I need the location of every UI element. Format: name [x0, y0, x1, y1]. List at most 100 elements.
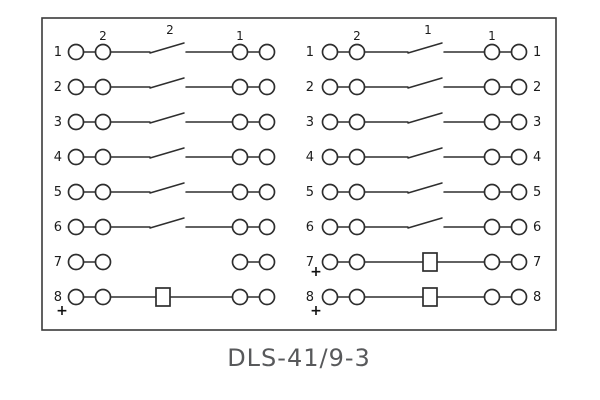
- model-label: DLS-41/9-3: [227, 344, 371, 372]
- row-label-middle: 1: [306, 45, 314, 60]
- terminal-circle: [67, 148, 85, 166]
- resistor-box: [422, 287, 438, 307]
- terminal-circle: [258, 113, 276, 131]
- row-label-middle: 2: [306, 80, 314, 95]
- terminal-circle: [321, 183, 339, 201]
- terminal-circle: [67, 253, 85, 271]
- terminal-circle: [483, 78, 501, 96]
- contact-blade: [407, 42, 443, 54]
- terminal-circle: [67, 183, 85, 201]
- polarity-plus-mark: +: [310, 303, 322, 319]
- terminal-circle: [321, 78, 339, 96]
- contact-blade: [407, 112, 443, 124]
- row-label-right: 1: [533, 45, 541, 60]
- terminal-circle: [67, 113, 85, 131]
- terminal-circle: [510, 253, 528, 271]
- terminal-circle: [258, 288, 276, 306]
- terminal-circle: [258, 183, 276, 201]
- terminal-circle: [510, 288, 528, 306]
- terminal-circle: [348, 43, 366, 61]
- case-outline: [41, 17, 557, 331]
- row-label-middle: 3: [306, 115, 314, 130]
- terminal-circle: [94, 253, 112, 271]
- terminal-circle: [231, 183, 249, 201]
- terminal-circle: [348, 78, 366, 96]
- row-label-left: 8: [54, 290, 62, 305]
- terminal-circle: [483, 113, 501, 131]
- terminal-circle: [94, 148, 112, 166]
- row-label-right: 6: [533, 220, 541, 235]
- terminal-circle: [510, 43, 528, 61]
- terminal-circle: [510, 78, 528, 96]
- terminal-circle: [94, 78, 112, 96]
- terminal-circle: [231, 113, 249, 131]
- terminal-circle: [94, 183, 112, 201]
- contact-blade: [149, 112, 185, 124]
- row-label-right: 5: [533, 185, 541, 200]
- terminal-circle: [348, 218, 366, 236]
- terminal-circle: [510, 113, 528, 131]
- terminal-circle: [483, 218, 501, 236]
- terminal-circle: [321, 218, 339, 236]
- polarity-plus-mark: +: [56, 303, 68, 319]
- terminal-circle: [510, 183, 528, 201]
- terminal-circle: [258, 43, 276, 61]
- row-label-left: 7: [54, 255, 62, 270]
- terminal-circle: [348, 148, 366, 166]
- terminal-circle: [67, 78, 85, 96]
- row-label-middle: 7: [306, 255, 314, 270]
- row-label-middle: 4: [306, 150, 314, 165]
- terminal-circle: [483, 183, 501, 201]
- resistor-box: [422, 252, 438, 272]
- terminal-circle: [483, 43, 501, 61]
- contact-blade: [149, 42, 185, 54]
- row-label-middle: 6: [306, 220, 314, 235]
- terminal-circle: [94, 288, 112, 306]
- terminal-circle: [348, 183, 366, 201]
- terminal-circle: [258, 148, 276, 166]
- terminal-circle: [231, 78, 249, 96]
- contact-number-annotation: 2: [353, 29, 361, 43]
- contact-blade: [149, 77, 185, 89]
- terminal-circle: [231, 43, 249, 61]
- terminal-circle: [321, 113, 339, 131]
- terminal-circle: [67, 43, 85, 61]
- terminal-circle: [510, 148, 528, 166]
- row-label-right: 3: [533, 115, 541, 130]
- terminal-circle: [321, 253, 339, 271]
- contact-number-annotation: 1: [236, 29, 244, 43]
- row-label-right: 8: [533, 290, 541, 305]
- row-label-middle: 5: [306, 185, 314, 200]
- contact-number-annotation: 1: [488, 29, 496, 43]
- terminal-circle: [258, 253, 276, 271]
- terminal-circle: [321, 288, 339, 306]
- row-label-left: 3: [54, 115, 62, 130]
- contact-number-annotation: 1: [424, 23, 432, 37]
- terminal-circle: [483, 288, 501, 306]
- row-label-right: 7: [533, 255, 541, 270]
- terminal-circle: [94, 43, 112, 61]
- contact-blade: [407, 182, 443, 194]
- terminal-circle: [231, 288, 249, 306]
- row-label-right: 4: [533, 150, 541, 165]
- contact-blade: [407, 217, 443, 229]
- row-label-left: 4: [54, 150, 62, 165]
- terminal-circle: [67, 288, 85, 306]
- terminal-circle: [348, 253, 366, 271]
- row-label-right: 2: [533, 80, 541, 95]
- contact-number-annotation: 2: [99, 29, 107, 43]
- contact-number-annotation: 2: [166, 23, 174, 37]
- terminal-circle: [321, 43, 339, 61]
- row-label-left: 1: [54, 45, 62, 60]
- terminal-circle: [231, 253, 249, 271]
- contact-blade: [407, 147, 443, 159]
- row-label-left: 5: [54, 185, 62, 200]
- terminal-circle: [348, 113, 366, 131]
- terminal-circle: [348, 288, 366, 306]
- row-label-left: 6: [54, 220, 62, 235]
- contact-blade: [407, 77, 443, 89]
- contact-blade: [149, 182, 185, 194]
- terminal-circle: [258, 78, 276, 96]
